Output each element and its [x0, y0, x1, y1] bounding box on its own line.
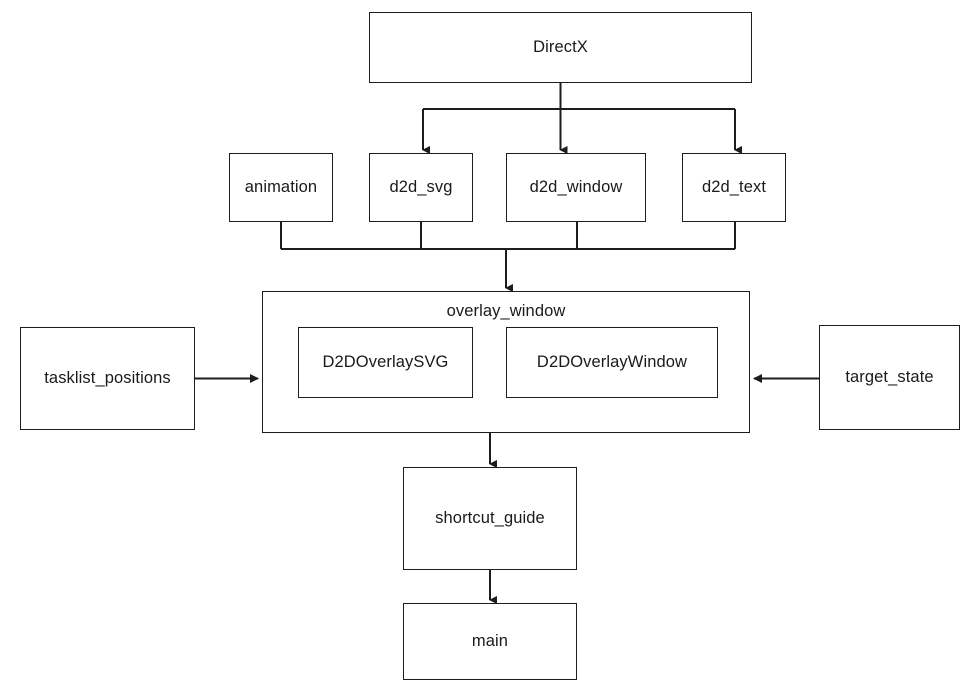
node-target-state[interactable]: target_state [819, 325, 960, 430]
node-main[interactable]: main [403, 603, 577, 680]
node-tasklist-positions[interactable]: tasklist_positions [20, 327, 195, 430]
node-tasklist-positions-label: tasklist_positions [44, 368, 171, 387]
node-d2d-window-label: d2d_window [529, 177, 623, 196]
node-d2d-svg[interactable]: d2d_svg [369, 153, 473, 222]
node-d2doverlaysvg-label: D2DOverlaySVG [322, 352, 449, 371]
node-d2d-window[interactable]: d2d_window [506, 153, 646, 222]
node-directx-label: DirectX [533, 37, 588, 56]
node-directx[interactable]: DirectX [369, 12, 752, 83]
node-d2doverlaysvg[interactable]: D2DOverlaySVG [298, 327, 473, 398]
node-d2d-text-label: d2d_text [701, 177, 767, 196]
node-d2doverlaywindow[interactable]: D2DOverlayWindow [506, 327, 718, 398]
node-d2d-text[interactable]: d2d_text [682, 153, 786, 222]
node-d2d-svg-label: d2d_svg [389, 177, 453, 196]
node-main-label: main [471, 631, 509, 650]
node-target-state-label: target_state [845, 367, 934, 386]
node-shortcut-guide-label: shortcut_guide [435, 508, 545, 527]
node-shortcut-guide[interactable]: shortcut_guide [403, 467, 577, 570]
node-d2doverlaywindow-label: D2DOverlayWindow [536, 352, 688, 371]
node-animation-label: animation [244, 177, 318, 196]
node-overlay-window-label: overlay_window [446, 302, 566, 320]
node-animation[interactable]: animation [229, 153, 333, 222]
